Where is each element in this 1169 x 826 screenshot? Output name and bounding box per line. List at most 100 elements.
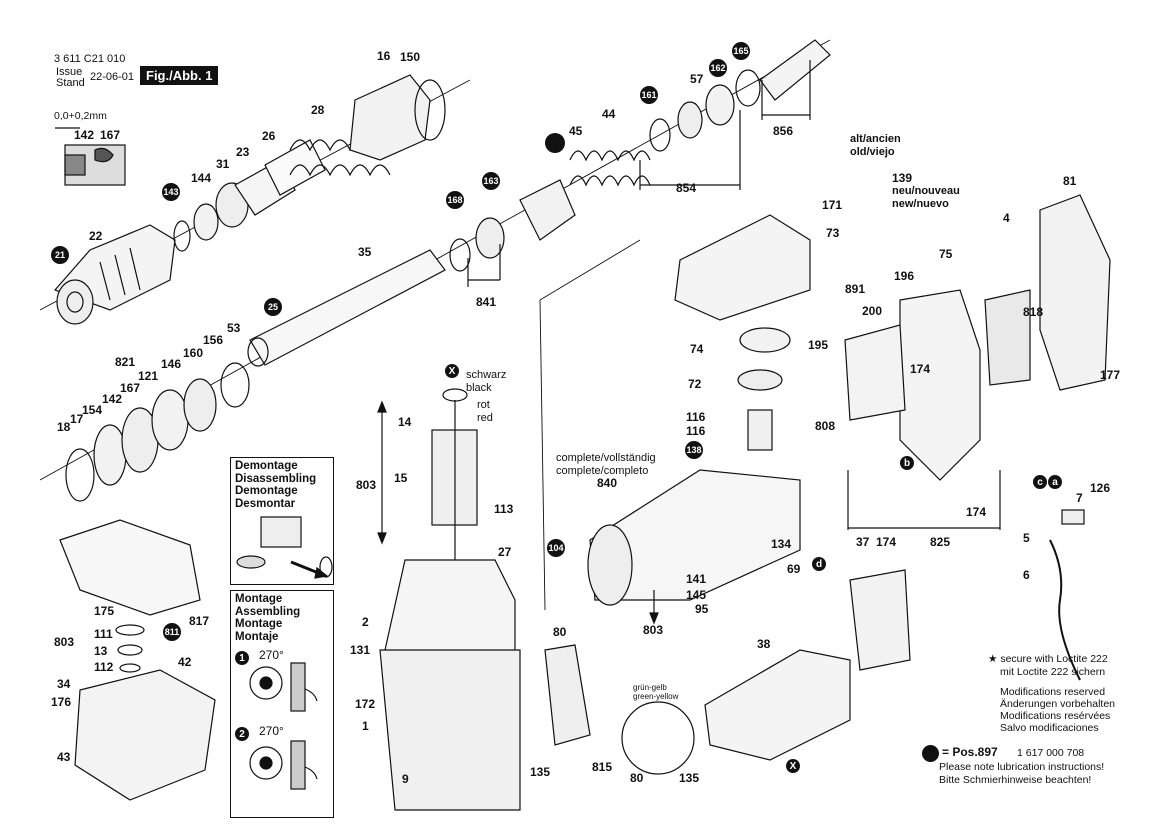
montage-en: Assembling <box>235 605 301 618</box>
part-856: 856 <box>773 124 794 138</box>
part-6: 6 <box>1023 568 1030 582</box>
badge-168: 168 <box>446 191 464 209</box>
part-176: 176 <box>51 695 72 709</box>
montage-de: Montage <box>235 593 283 605</box>
part-891: 891 <box>845 282 866 296</box>
part-167: 167 <box>100 128 121 142</box>
part-38: 38 <box>757 637 771 651</box>
disassembly-title: Demontage Disassembling Demontage Desmon… <box>231 458 333 510</box>
assembly-title: Montage Assembling Montage Montaje <box>231 591 333 643</box>
part-2: 2 <box>362 615 369 629</box>
label-schwarz: schwarz <box>466 369 507 381</box>
part-141: 141 <box>686 572 707 586</box>
label-old: old/viejo <box>850 145 895 158</box>
figure-label: Fig./Abb. 1 <box>140 66 219 85</box>
part-156: 156 <box>203 333 224 347</box>
part-174: 174 <box>910 362 931 376</box>
modifications-es: Salvo modificaciones <box>1000 722 1099 734</box>
part-27: 27 <box>498 545 512 559</box>
label-rot: rot <box>477 399 490 411</box>
label-green-yellow: green-yellow <box>633 692 679 701</box>
montage-es: Montaje <box>235 630 279 643</box>
part-15: 15 <box>394 471 408 485</box>
part-195: 195 <box>808 338 829 352</box>
part-135: 135 <box>530 765 551 779</box>
part-53: 53 <box>227 321 241 335</box>
part-803: 803 <box>54 635 75 649</box>
part-45: 45 <box>569 124 583 138</box>
loctite-note: ★ secure with Loctite 222 mit Loctite 22… <box>988 653 1108 678</box>
marker-x: X <box>786 759 800 773</box>
badge-138: 138 <box>685 441 703 459</box>
marker-c: c <box>1033 475 1047 489</box>
part-113: 113 <box>494 502 514 516</box>
modifications-de: Änderungen vorbehalten <box>1000 698 1116 710</box>
badge-143: 143 <box>162 183 180 201</box>
part-111: 111 <box>94 627 113 641</box>
part-817: 817 <box>189 614 210 628</box>
part-22: 22 <box>89 229 103 243</box>
label-red: red <box>477 411 493 424</box>
part-145: 145 <box>686 588 707 602</box>
part-57: 57 <box>690 72 704 86</box>
part-854: 854 <box>676 181 697 195</box>
label-complete-de: complete/vollständig <box>556 452 656 464</box>
marker-x: X <box>445 364 459 378</box>
part-174: 174 <box>966 505 987 519</box>
modifications-fr: Modifications resérvées <box>1000 710 1111 722</box>
part-80: 80 <box>630 771 644 785</box>
demontage-en: Disassembling <box>235 472 317 485</box>
part-28: 28 <box>311 103 325 117</box>
part-95: 95 <box>695 602 709 616</box>
part-160: 160 <box>183 346 204 360</box>
part-803: 803 <box>643 623 664 637</box>
badge-25: 25 <box>264 298 282 316</box>
part-142: 142 <box>74 128 95 142</box>
part-139: 139 <box>892 171 913 185</box>
part-43: 43 <box>57 750 71 764</box>
issue-date: 22-06-01 <box>90 71 135 83</box>
part-17: 17 <box>70 412 84 426</box>
part-135: 135 <box>679 771 700 785</box>
badge-162: 162 <box>709 59 727 77</box>
part-4: 4 <box>1003 211 1010 225</box>
part-815: 815 <box>592 760 613 774</box>
tolerance-label: 0,0+0,2mm <box>54 110 107 122</box>
part-818: 818 <box>1023 305 1044 319</box>
part-7: 7 <box>1076 491 1083 505</box>
demontage-fr: Demontage <box>235 485 298 497</box>
part-131: 131 <box>350 643 371 657</box>
part-126: 126 <box>1090 481 1111 495</box>
step-2-marker: 2 <box>235 727 249 741</box>
part-34: 34 <box>57 677 71 691</box>
part-26: 26 <box>262 129 276 143</box>
part-174: 174 <box>876 535 897 549</box>
assembly-instructions: Montage Assembling Montage Montaje 1 270… <box>230 590 334 818</box>
part-9: 9 <box>402 772 409 786</box>
badge-104: 104 <box>547 539 565 557</box>
part-134: 134 <box>771 537 792 551</box>
tolerance-detail <box>55 127 126 186</box>
demontage-de: Demontage <box>235 460 298 472</box>
label-neu: neu/nouveau <box>892 185 960 197</box>
lubrication-en: Please note lubrication instructions! <box>939 761 1105 773</box>
part-116: 116 <box>686 424 706 438</box>
lubrication-dot-icon <box>922 745 939 762</box>
part-18: 18 <box>57 420 71 434</box>
part-44: 44 <box>602 107 616 121</box>
part-116: 116 <box>686 410 706 424</box>
part-80: 80 <box>553 625 567 639</box>
marker-b: b <box>900 456 914 470</box>
label-new: new/nuevo <box>892 197 949 210</box>
badge-811: 811 <box>163 623 181 641</box>
part-13: 13 <box>94 644 108 658</box>
part-177: 177 <box>1100 368 1121 382</box>
part-825: 825 <box>930 535 951 549</box>
part-146: 146 <box>161 357 182 371</box>
part-42: 42 <box>178 655 192 669</box>
